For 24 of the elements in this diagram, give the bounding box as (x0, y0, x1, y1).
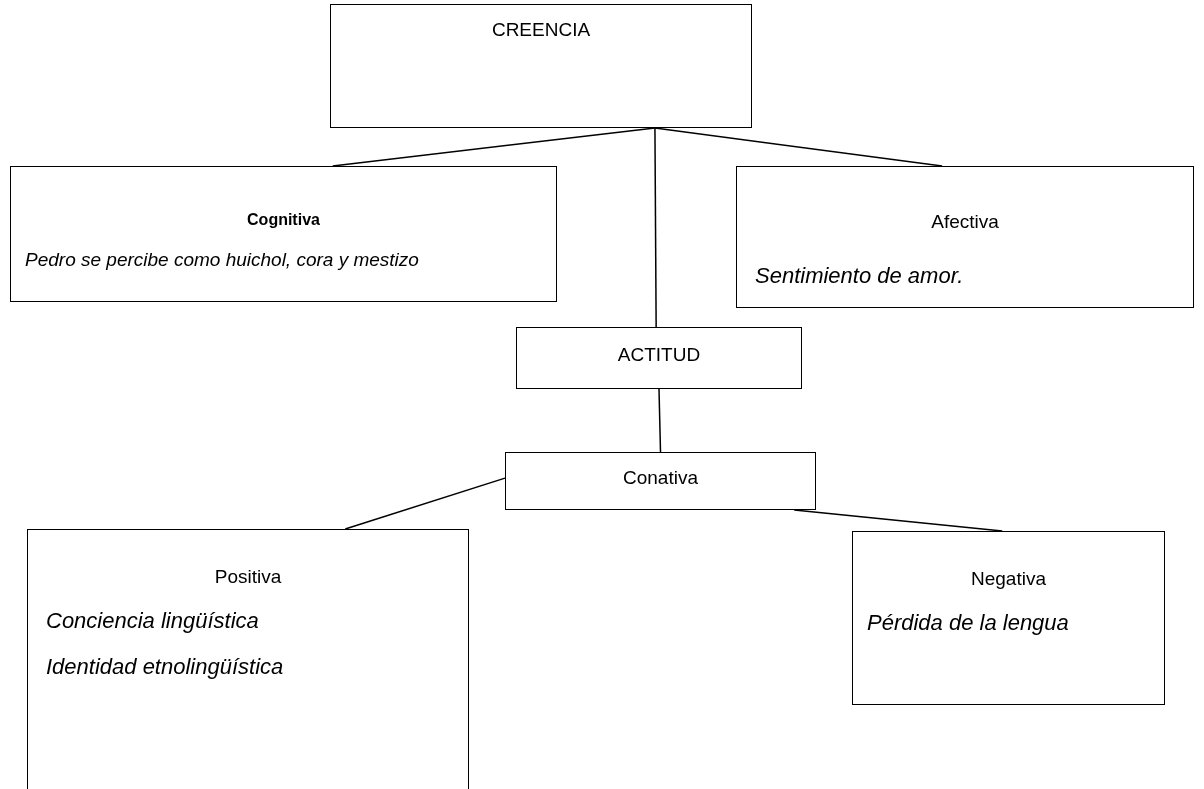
box-heading: Cognitiva (247, 211, 320, 229)
concept-box (27, 529, 469, 789)
box-heading: Afectiva (931, 211, 999, 233)
box-text: Pérdida de la lengua (867, 610, 1069, 636)
connector-line (344, 477, 506, 530)
box-heading: Negativa (971, 568, 1046, 590)
box-text: Identidad etnolingüística (46, 654, 284, 680)
concept-box (10, 166, 557, 302)
box-heading: ACTITUD (617, 344, 701, 366)
concept-box (516, 327, 802, 389)
concept-box (736, 166, 1194, 308)
box-heading: CREENCIA (491, 19, 591, 41)
concept-box (505, 452, 816, 510)
concept-box (330, 4, 752, 128)
concept-box (852, 531, 1165, 705)
box-text: Sentimiento de amor. (755, 263, 964, 289)
box-heading: Positiva (214, 566, 282, 588)
connector-line (658, 388, 662, 453)
box-heading: Conativa (623, 467, 698, 489)
connector-line (654, 127, 943, 167)
box-text: Conciencia lingüística (46, 608, 259, 634)
connector-line (654, 127, 657, 328)
connector-line (332, 127, 656, 167)
box-text: Pedro se percibe como huichol, cora y mestizo (25, 249, 419, 271)
